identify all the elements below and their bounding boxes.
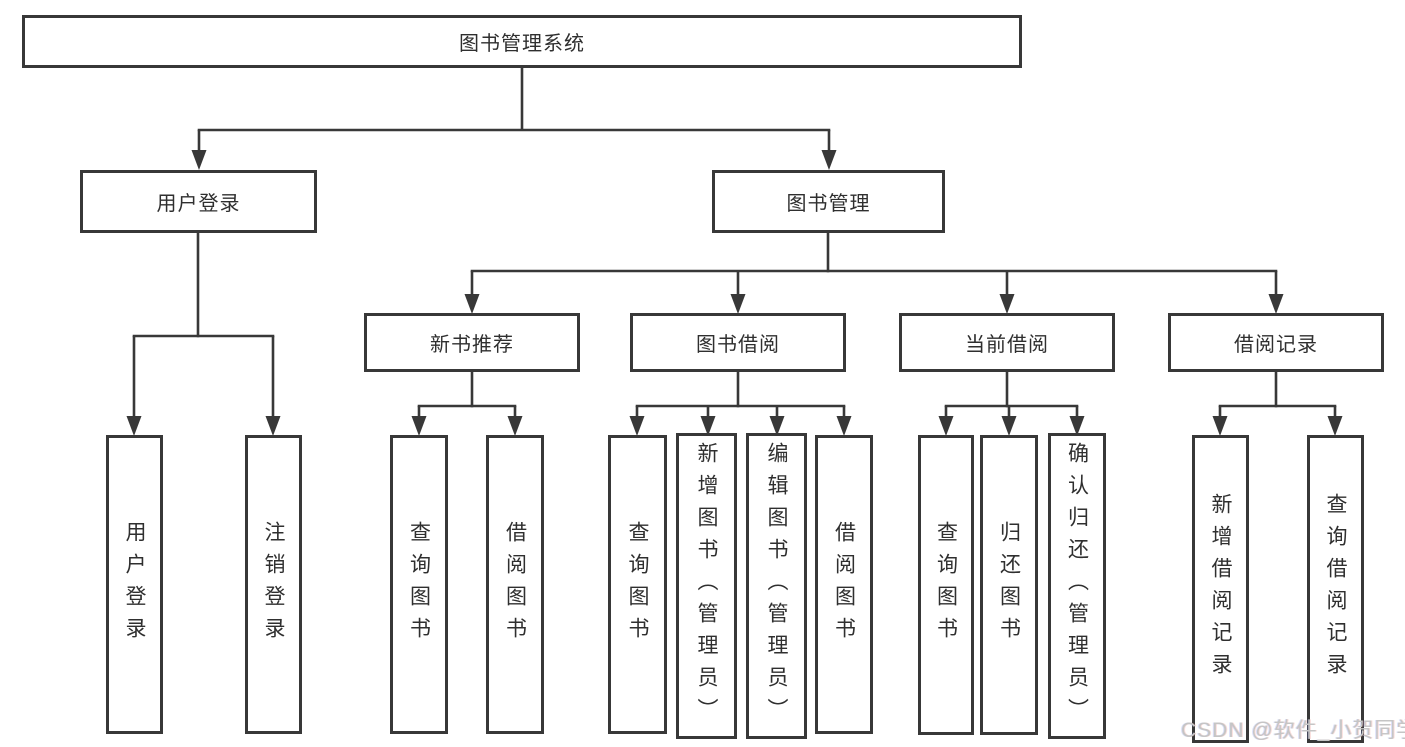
node-label: 查询图书 [934,521,958,649]
node-label: 用户登录 [123,520,146,649]
leaf-query-books-borrow: 查询图书 [608,435,667,734]
leaf-query-books-recommend: 查询图书 [390,435,448,734]
leaf-edit-books-admin: 编辑图书（管理员） [746,433,807,739]
node-label: 图书借阅 [696,334,780,356]
node-label: 借阅图书 [503,520,527,649]
csdn-watermark: CSDN @软件_小贺同学 [1181,719,1405,742]
node-label: 确认归还（管理员） [1065,442,1089,730]
node-label: 图书管理 [786,193,871,215]
node-new-book-recommend: 新书推荐 [364,313,580,372]
node-label: 注销登录 [262,520,285,649]
leaf-borrow-books-recommend: 借阅图书 [486,435,544,734]
leaf-user-login: 用户登录 [106,435,163,734]
node-label: 归还图书 [997,521,1021,649]
leaf-logout: 注销登录 [245,435,302,734]
node-label: 编辑图书（管理员） [765,442,788,730]
leaf-confirm-return-admin: 确认归还（管理员） [1048,433,1106,739]
node-current-borrow: 当前借阅 [899,313,1115,372]
node-label: 当前借阅 [965,334,1049,356]
node-label: 新增图书（管理员） [695,442,718,730]
node-label: 查询借阅记录 [1324,493,1347,685]
node-label: 查询图书 [407,520,431,649]
node-label: 借阅图书 [832,520,856,649]
node-library-management-system: 图书管理系统 [22,15,1022,68]
node-book-management: 图书管理 [712,170,945,233]
node-label: 借阅记录 [1234,334,1318,356]
leaf-query-books-current: 查询图书 [918,435,974,735]
leaf-return-books: 归还图书 [980,435,1038,735]
node-user-login: 用户登录 [80,170,317,233]
node-label: 新增借阅记录 [1209,493,1232,685]
node-borrow-records: 借阅记录 [1168,313,1384,372]
node-label: 新书推荐 [430,334,514,356]
leaf-borrow-books: 借阅图书 [815,435,873,734]
node-book-borrow: 图书借阅 [630,313,846,372]
node-label: 图书管理系统 [459,33,585,55]
leaf-query-borrow-record: 查询借阅记录 [1307,435,1364,743]
leaf-add-borrow-record: 新增借阅记录 [1192,435,1249,743]
node-label: 用户登录 [156,193,241,215]
node-label: 查询图书 [626,520,649,649]
leaf-add-books-admin: 新增图书（管理员） [676,433,737,739]
